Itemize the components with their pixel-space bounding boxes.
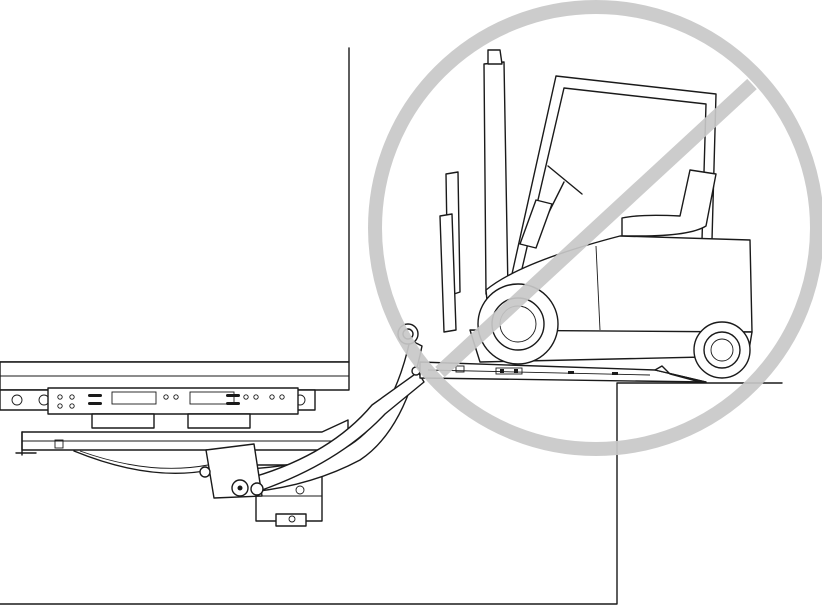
liftgate-platform (419, 361, 707, 383)
truck-body (0, 47, 350, 391)
underride-bar (15, 419, 349, 456)
prohibition-sign-icon (368, 0, 822, 456)
truck-chassis-frame (0, 387, 316, 429)
loading-dock-ground (0, 382, 783, 605)
lift-arm-linkage (199, 323, 425, 499)
lift-arm-guide-curve (73, 450, 211, 475)
